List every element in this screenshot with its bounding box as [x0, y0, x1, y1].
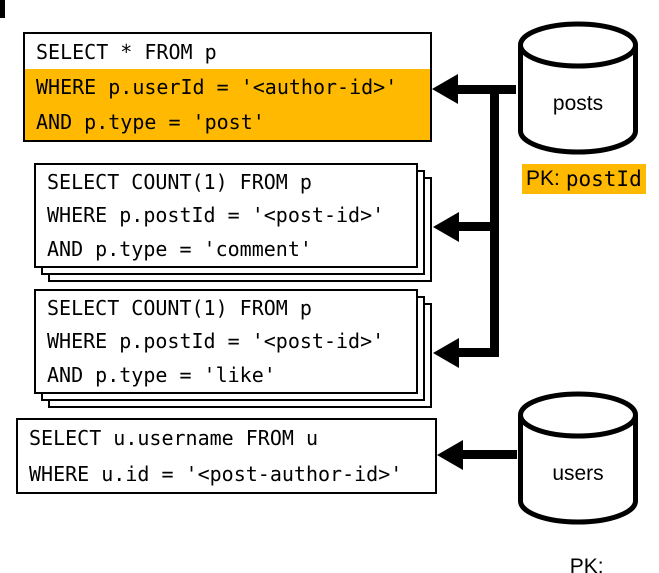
sql-line: WHERE p.postId = '<post-id>'	[47, 329, 385, 354]
db-name-posts: posts	[552, 92, 604, 115]
sql-line: AND p.type = 'like'	[47, 363, 276, 388]
pk-prefix-label: PK:	[569, 555, 604, 573]
db-name-users: users	[552, 462, 604, 485]
connector-users-to-q4	[461, 450, 517, 459]
arrowhead-left-icon	[433, 338, 459, 368]
connector-posts-trunk	[490, 85, 499, 357]
db-users: users	[515, 390, 641, 526]
arrowhead-left-icon	[432, 74, 458, 104]
pk-badge-posts: PK: postId	[522, 164, 646, 194]
sql-line: SELECT COUNT(1) FROM p	[47, 169, 312, 194]
query-box-count-likes: SELECT COUNT(1) FROM p WHERE p.postId = …	[34, 289, 418, 394]
sql-line-highlighted: WHERE p.userId = '<author-id>'	[25, 69, 430, 105]
pk-prefix-label: PK:	[526, 167, 560, 190]
database-cylinder-icon	[518, 391, 638, 525]
arrowhead-left-icon	[437, 440, 463, 470]
query-box-count-likes-stack: SELECT COUNT(1) FROM p WHERE p.postId = …	[34, 289, 434, 410]
sql-line-highlighted: AND p.type = 'post'	[25, 104, 430, 140]
sql-line: SELECT * FROM p	[36, 39, 217, 64]
query-box-count-comments: SELECT COUNT(1) FROM p WHERE p.postId = …	[34, 163, 418, 268]
query-box-select-posts-by-author: SELECT * FROM p WHERE p.userId = '<autho…	[23, 32, 432, 142]
pk-key-value: postId	[565, 167, 642, 191]
pk-label-users: PK: id	[515, 531, 641, 573]
database-cylinder-icon	[518, 21, 638, 155]
arrowhead-left-icon	[433, 212, 459, 242]
sql-line: SELECT u.username FROM u	[29, 426, 318, 450]
connector-posts-to-q3	[457, 348, 499, 357]
query-box-count-comments-stack: SELECT COUNT(1) FROM p WHERE p.postId = …	[34, 163, 434, 284]
sql-line: WHERE u.id = '<post-author-id>'	[29, 462, 403, 486]
sql-line: AND p.type = 'comment'	[47, 237, 312, 262]
db-posts: posts	[515, 20, 641, 156]
edge-artifact-bar	[0, 0, 5, 18]
sql-line: SELECT COUNT(1) FROM p	[47, 295, 312, 320]
sql-line: WHERE p.postId = '<post-id>'	[47, 203, 385, 228]
connector-posts-to-q1	[456, 85, 516, 94]
connector-posts-to-q2	[457, 222, 499, 231]
query-box-select-username: SELECT u.username FROM u WHERE u.id = '<…	[16, 418, 437, 494]
